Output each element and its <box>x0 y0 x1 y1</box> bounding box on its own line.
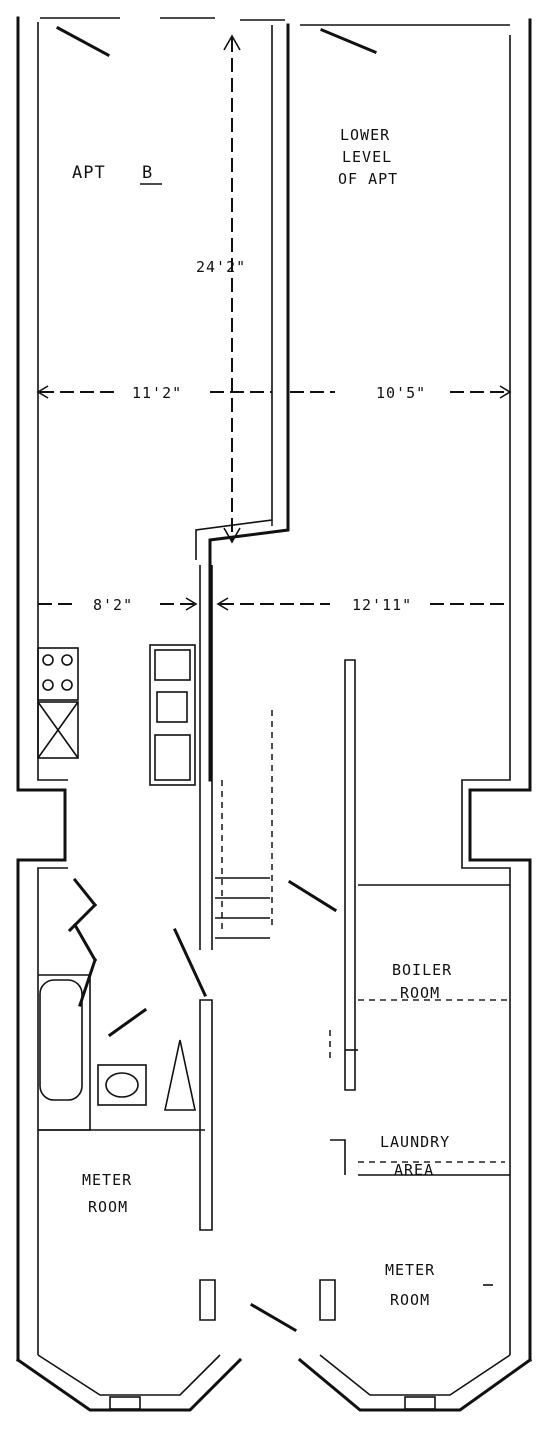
bay-windows <box>15 1279 533 1412</box>
central-partition <box>195 23 290 782</box>
laundry-area-line-2: AREA <box>394 1161 434 1179</box>
boiler-room-line-2: ROOM <box>400 984 440 1002</box>
interior-walls <box>199 565 510 1176</box>
dimension-hall-width-label: 12'11" <box>352 596 412 614</box>
dimension-vertical-label: 24'2" <box>196 258 246 276</box>
meter-room-left-line-1: METER <box>82 1171 132 1189</box>
lower-level-line-2: LEVEL <box>342 148 392 166</box>
meter-room-right-line-2: ROOM <box>390 1291 430 1309</box>
apt-b-label: APT B <box>72 163 162 185</box>
top-windows <box>55 25 377 58</box>
bathroom <box>38 877 213 1231</box>
lower-level-line-1: LOWER <box>340 126 390 144</box>
kitchen-appliances <box>37 644 196 786</box>
boiler-room-line-1: BOILER <box>392 961 452 979</box>
dimension-lower-width-label: 10'5" <box>376 384 426 402</box>
laundry-area-line-1: LAUNDRY <box>380 1133 450 1151</box>
meter-room-left-line-2: ROOM <box>88 1198 128 1216</box>
meter-room-right-line-1: METER <box>385 1261 435 1279</box>
dimension-lines <box>36 34 512 611</box>
dimension-kitchen-width-label: 8'2" <box>93 596 133 614</box>
apt-b-letter: B <box>142 163 153 183</box>
lower-level-line-3: OF APT <box>338 170 398 188</box>
apt-b-prefix: APT <box>72 163 106 183</box>
outer-walls <box>16 16 532 1362</box>
dimension-apt-width-label: 11'2" <box>132 384 182 402</box>
